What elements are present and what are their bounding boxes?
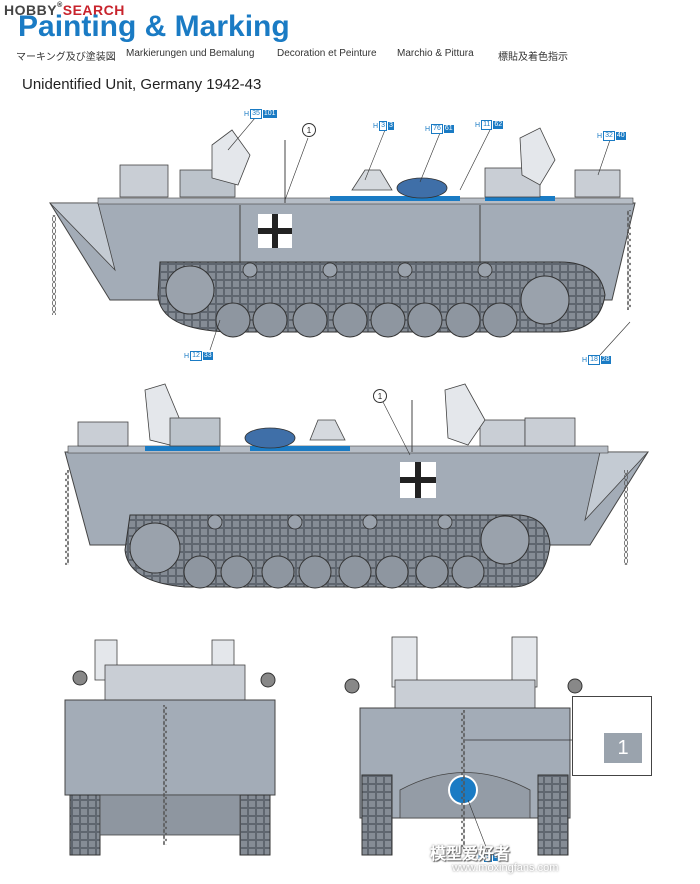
page-title: Painting & Marking xyxy=(18,10,290,43)
decal-number-plate: 1 xyxy=(604,733,642,763)
lang-french: Decoration et Peinture xyxy=(277,48,377,59)
marker-1-middle: 1 xyxy=(373,389,387,403)
callout-code-b: 101 xyxy=(262,110,277,118)
callout-prefix: H xyxy=(425,125,431,133)
leader-lines xyxy=(209,117,631,853)
callout-prefix: H xyxy=(582,356,588,364)
side-view-left xyxy=(49,127,636,338)
lang-chinese: 標貼及着色指示 xyxy=(498,52,568,63)
callout-code-b: 33 xyxy=(202,352,213,360)
subtitle: Unidentified Unit, Germany 1942-43 xyxy=(22,76,262,93)
lang-italian: Marchio & Pittura xyxy=(397,48,474,59)
callout-prefix: H xyxy=(475,121,481,129)
callout-code-b: 28 xyxy=(600,356,611,364)
callout-code-a: 9 xyxy=(484,852,492,862)
callout-code-b: 61 xyxy=(443,125,454,133)
callout-prefix: H xyxy=(184,352,190,360)
callout-code-a: 18 xyxy=(588,355,600,365)
rear-view xyxy=(344,636,583,856)
callout-code-a: 35 xyxy=(250,109,262,119)
callout-code-b: 40 xyxy=(615,132,626,140)
callout-code-b: 62 xyxy=(493,121,504,129)
side-view-right xyxy=(64,383,649,589)
callout-code-a: 12 xyxy=(190,351,202,361)
watermark-trademark: ® xyxy=(57,2,63,9)
watermark-chinese: 模型爱好者 xyxy=(430,846,511,863)
lang-japanese: マーキング及び塗装図 xyxy=(16,52,116,63)
callout-prefix: H xyxy=(373,122,379,130)
callout-code-a: 32 xyxy=(603,131,615,141)
callout-code-a: 3 xyxy=(379,121,387,131)
lang-german: Markierungen und Bemalung xyxy=(126,48,255,59)
watermark-logo: HOBBY®SEARCH xyxy=(4,2,125,18)
callout-code-b: 3 xyxy=(387,122,394,130)
callout-prefix: H xyxy=(244,110,250,118)
watermark-accent: SEARCH xyxy=(62,2,125,18)
watermark-brand: HOBBY xyxy=(4,2,58,18)
callout-prefix: H xyxy=(478,853,484,861)
callout-code-b: 9 xyxy=(492,853,499,861)
watermark-url: www.moxingfans.com xyxy=(452,862,559,874)
callout-prefix: H xyxy=(597,132,603,140)
callout-code-a: 76 xyxy=(431,124,443,134)
marker-1-top: 1 xyxy=(302,123,316,137)
front-view xyxy=(64,639,276,856)
callout-code-a: 11 xyxy=(481,120,493,130)
